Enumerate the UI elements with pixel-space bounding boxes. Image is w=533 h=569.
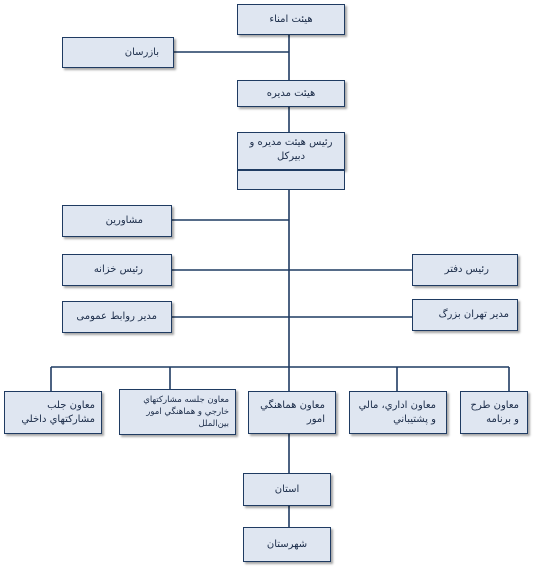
pr-manager-label: مدیر روابط عمومی bbox=[76, 311, 157, 322]
inspectors-label: بازرسان bbox=[124, 46, 159, 58]
chairman-ceo-label: رئیس هیئت مدیره و دبیرکل bbox=[249, 137, 333, 162]
inspectors-box: بازرسان bbox=[62, 37, 174, 68]
office-head-label: رئیس دفتر bbox=[444, 264, 489, 275]
office-head-box: رئیس دفتر bbox=[412, 254, 518, 286]
deputy-planning-label: معاون طرح و برنامه bbox=[470, 399, 519, 425]
board-of-directors-box: هیئت مدیره bbox=[237, 80, 345, 107]
tehran-manager-label: مدیر تهران بزرگ bbox=[438, 309, 509, 320]
deputy-admin-box: معاون اداري، مالي و پشتيباني bbox=[349, 391, 447, 434]
deputy-domestic-label: معاون جلب مشارکتهاي داخلي bbox=[21, 399, 95, 425]
treasurer-box: رئیس خزانه bbox=[62, 254, 172, 286]
board-of-directors-label: هیئت مدیره bbox=[266, 87, 316, 99]
deputy-coordination-box: معاون هماهنگي امور bbox=[248, 391, 336, 434]
tehran-manager-box: مدیر تهران بزرگ bbox=[412, 299, 518, 331]
city-box: شهرستان bbox=[243, 527, 331, 562]
advisors-box: مشاورین bbox=[62, 205, 172, 237]
province-label: استان bbox=[274, 483, 300, 495]
city-label: شهرستان bbox=[266, 538, 308, 550]
deputy-admin-label: معاون اداري، مالي و پشتيباني bbox=[358, 399, 436, 425]
pr-manager-box: مدیر روابط عمومی bbox=[62, 301, 172, 333]
province-box: استان bbox=[243, 473, 331, 506]
chairman-ceo-box: رئیس هیئت مدیره و دبیرکل bbox=[237, 132, 345, 170]
board-of-trustees-label: هیئت امناء bbox=[269, 13, 313, 25]
deputy-foreign-label: معاون جلسه مشارکتهاي خارجي و هماهنگي امو… bbox=[143, 395, 229, 429]
advisors-label: مشاورین bbox=[105, 215, 143, 226]
deputy-domestic-box: معاون جلب مشارکتهاي داخلي bbox=[4, 391, 102, 434]
deputy-foreign-box: معاون جلسه مشارکتهاي خارجي و هماهنگي امو… bbox=[119, 389, 236, 435]
treasurer-label: رئیس خزانه bbox=[93, 264, 143, 275]
deputy-planning-box: معاون طرح و برنامه bbox=[460, 391, 528, 434]
deputy-coordination-label: معاون هماهنگي امور bbox=[260, 399, 325, 425]
chairman-ceo-box-footer bbox=[237, 170, 345, 190]
board-of-trustees-box: هیئت امناء bbox=[237, 4, 345, 35]
